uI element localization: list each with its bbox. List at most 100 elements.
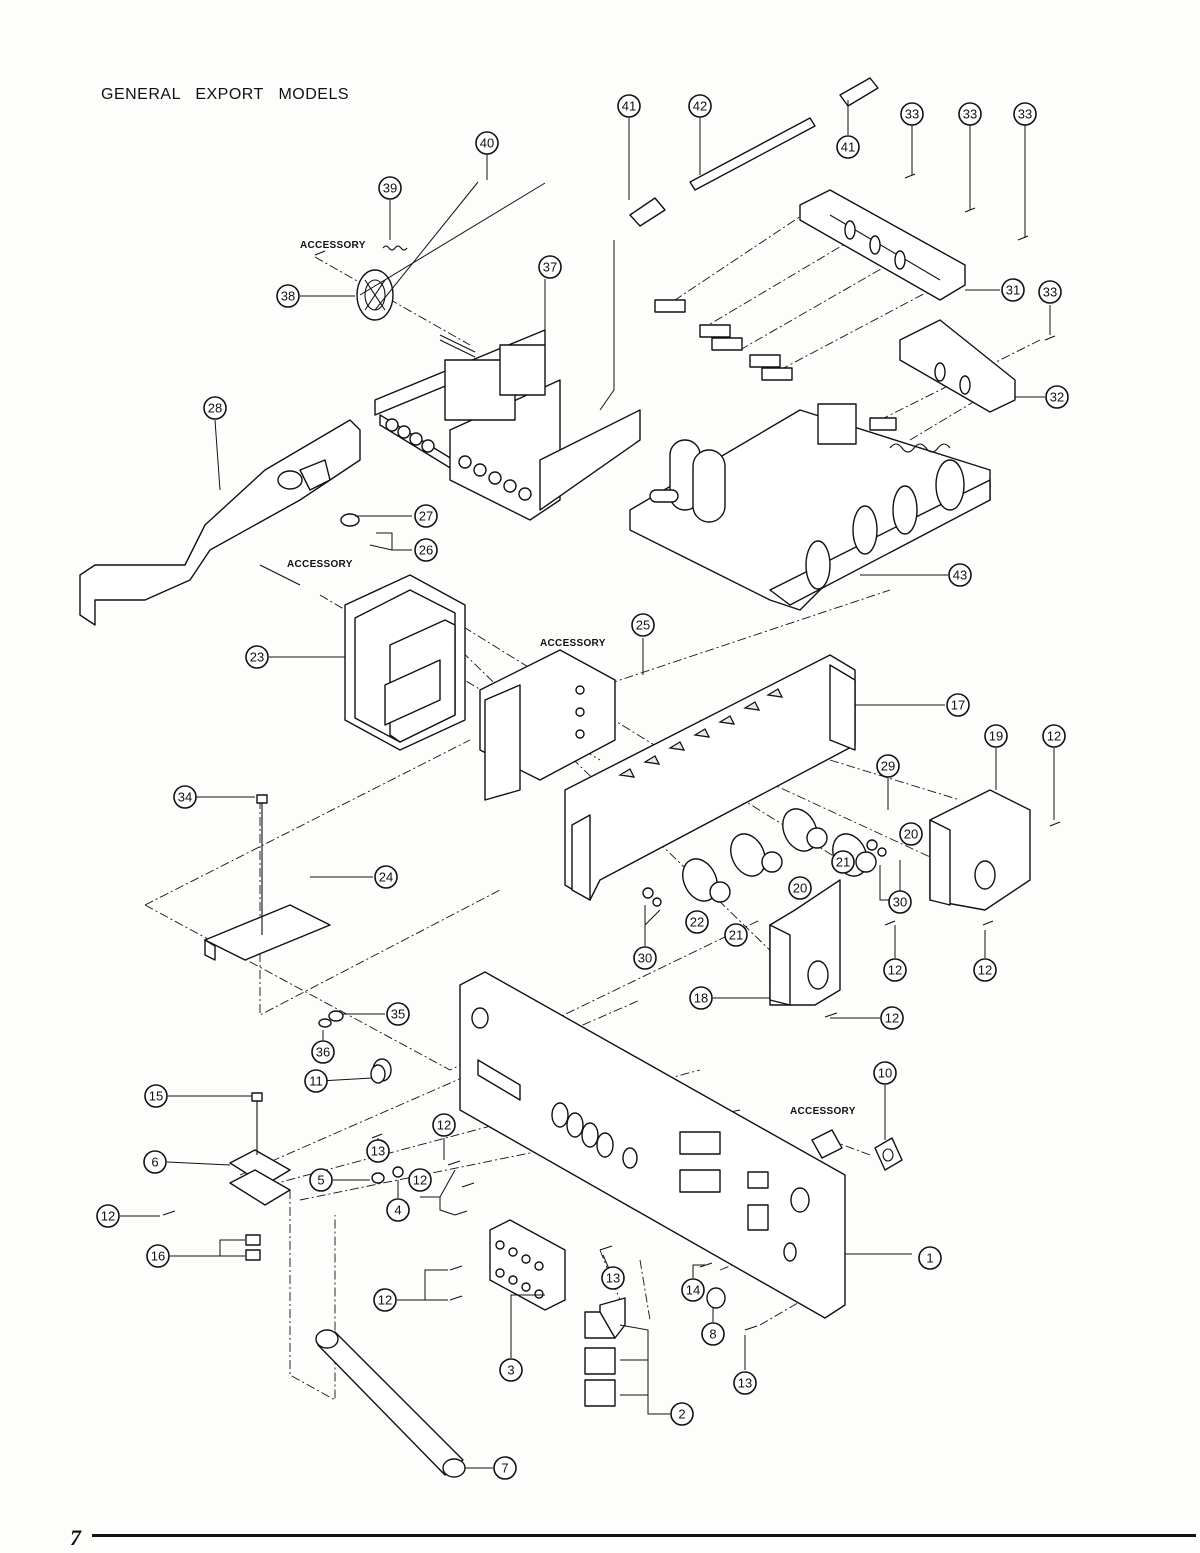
svg-text:8: 8	[709, 1327, 716, 1342]
callout-12b: 12	[883, 958, 907, 982]
callout-12g: 12	[96, 1204, 120, 1228]
callout-15: 15	[144, 1084, 168, 1108]
svg-text:31: 31	[1006, 283, 1020, 298]
svg-text:38: 38	[281, 289, 295, 304]
callout-24: 24	[374, 865, 398, 889]
svg-text:15: 15	[149, 1089, 163, 1104]
svg-text:25: 25	[636, 618, 650, 633]
front-panel-1	[459, 971, 846, 1319]
callout-40: 40	[475, 131, 499, 155]
callout-16: 16	[146, 1244, 170, 1268]
callout-30b: 30	[633, 946, 657, 970]
svg-text:13: 13	[606, 1271, 620, 1286]
callout-13b: 13	[601, 1266, 625, 1290]
grommet-11	[370, 1058, 392, 1084]
svg-text:36: 36	[316, 1045, 330, 1060]
callout-12d: 12	[880, 1006, 904, 1030]
svg-text:12: 12	[1047, 729, 1061, 744]
svg-text:30: 30	[893, 895, 907, 910]
bracket-32	[899, 319, 1016, 413]
heatsink-17	[564, 654, 856, 901]
svg-text:34: 34	[178, 790, 192, 805]
callout-23: 23	[245, 645, 269, 669]
callout-2: 2	[670, 1402, 694, 1426]
svg-text:26: 26	[419, 543, 433, 558]
callout-14: 14	[681, 1278, 705, 1302]
svg-text:35: 35	[391, 1007, 405, 1022]
callouts: 1 2 3 4 5 6 7 8 10 11 12 12 12 12 12 12 …	[96, 94, 1069, 1480]
bracket-18	[769, 879, 841, 1006]
callout-21b: 21	[724, 923, 748, 947]
svg-text:28: 28	[208, 401, 222, 416]
svg-text:18: 18	[694, 991, 708, 1006]
callout-38: 38	[276, 284, 300, 308]
svg-text:12: 12	[885, 1011, 899, 1026]
callout-12h: 12	[373, 1288, 397, 1312]
svg-text:24: 24	[379, 870, 393, 885]
callout-30a: 30	[888, 890, 912, 914]
callout-7: 7	[493, 1456, 517, 1480]
svg-text:14: 14	[686, 1283, 700, 1298]
accessory-label-23: ACCESSORY	[287, 559, 353, 570]
callout-43: 43	[948, 563, 972, 587]
pilot-lamp-41-upper	[629, 77, 879, 227]
svg-text:7: 7	[501, 1461, 508, 1476]
svg-text:5: 5	[317, 1173, 324, 1188]
callout-6: 6	[143, 1150, 167, 1174]
string-40	[359, 181, 546, 311]
callout-33d: 33	[1038, 280, 1062, 304]
svg-text:43: 43	[953, 568, 967, 583]
tuner-board-assembly	[374, 299, 991, 611]
callout-11: 11	[304, 1069, 328, 1093]
callout-25: 25	[631, 613, 655, 637]
accessory-labels: ACCESSORY ACCESSORY ACCESSORY ACCESSORY	[287, 240, 856, 1117]
svg-text:19: 19	[989, 729, 1003, 744]
bracket-6	[229, 1149, 291, 1206]
svg-text:16: 16	[151, 1249, 165, 1264]
callout-26: 26	[414, 538, 438, 562]
svg-text:32: 32	[1050, 390, 1064, 405]
footer-rule	[92, 1534, 1196, 1537]
svg-text:33: 33	[1018, 107, 1032, 122]
callout-33c: 33	[1013, 102, 1037, 126]
callout-8: 8	[701, 1322, 725, 1346]
callout-20b: 20	[788, 876, 812, 900]
callout-3: 3	[499, 1358, 523, 1382]
svg-text:30: 30	[638, 951, 652, 966]
callout-32: 32	[1045, 385, 1069, 409]
callout-12e: 12	[432, 1113, 456, 1137]
svg-text:27: 27	[419, 509, 433, 524]
bracket-19	[929, 789, 1031, 911]
svg-text:6: 6	[151, 1155, 158, 1170]
svg-text:21: 21	[729, 928, 743, 943]
callout-5: 5	[309, 1168, 333, 1192]
side-bracket-28	[79, 419, 361, 626]
svg-text:12: 12	[437, 1118, 451, 1133]
callout-4: 4	[386, 1198, 410, 1222]
svg-text:12: 12	[378, 1293, 392, 1308]
svg-text:2: 2	[678, 1407, 685, 1422]
callout-41b: 41	[836, 135, 860, 159]
callout-29: 29	[876, 754, 900, 778]
callout-42: 42	[688, 94, 712, 118]
callout-35: 35	[386, 1002, 410, 1026]
callout-37: 37	[538, 255, 562, 279]
svg-text:4: 4	[394, 1203, 401, 1218]
callout-36: 36	[311, 1040, 335, 1064]
svg-text:12: 12	[101, 1209, 115, 1224]
svg-text:11: 11	[309, 1074, 323, 1089]
accessory-label-38: ACCESSORY	[300, 240, 366, 251]
callout-12a: 12	[1042, 724, 1066, 748]
dial-wheel-38	[356, 269, 394, 321]
callout-31: 31	[1001, 278, 1025, 302]
power-transformer-23	[259, 564, 466, 751]
rod-42	[689, 117, 816, 191]
svg-text:39: 39	[383, 181, 397, 196]
svg-text:37: 37	[543, 260, 557, 275]
svg-text:42: 42	[693, 99, 707, 114]
svg-text:21: 21	[836, 855, 850, 870]
accessory-label-10: ACCESSORY	[790, 1106, 856, 1117]
callout-41a: 41	[617, 94, 641, 118]
callout-27: 27	[414, 504, 438, 528]
